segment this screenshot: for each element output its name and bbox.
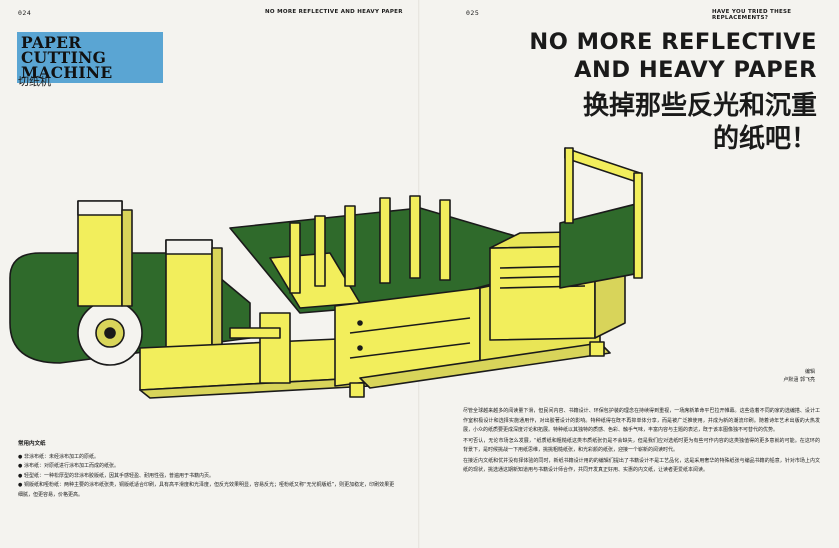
blade-4 [379, 197, 391, 284]
page-number-left: 024 [18, 9, 32, 17]
blade-1 [289, 222, 301, 294]
body-paragraph: 尽管全球越来越多的阅读量下滑，但民间内容、书籍设计、环保包护装的理念在持续得到重… [463, 408, 820, 433]
headline-chinese: 换掉那些反光和沉重 的纸吧！ [583, 90, 817, 156]
headline-chinese-line-1: 换掉那些反光和沉重 [582, 91, 817, 121]
headline-english-line-2: AND HEAVY PAPER [574, 57, 817, 83]
section-label-line-1: PAPER CUTTING [21, 33, 107, 67]
headline-english-line-1: NO MORE REFLECTIVE [529, 29, 817, 55]
body-paragraph: 不可否认，无论市场怎么发展，“纸质纸和粗糙纸这类市质纸张仍是不会缺失，但是我们应… [463, 437, 820, 454]
right-page: 025 HAVE YOU TRIED THESE REPLACEMENTS? N… [419, 0, 839, 548]
section-label: PAPER CUTTING MACHINE [17, 32, 163, 83]
headline-chinese-line-2: 的纸吧！ [712, 124, 817, 154]
sidebar-item: ● 非涂布纸：未经涂布加工的原纸。 [18, 453, 99, 460]
blade-5 [409, 195, 421, 279]
credit-names: 卢默涵 郭飞亮 [783, 377, 815, 383]
section-label-cn: 切纸机 [18, 75, 51, 88]
left-page: 024 NO MORE REFLECTIVE AND HEAVY PAPER P… [0, 0, 419, 548]
headline-english: NO MORE REFLECTIVE AND HEAVY PAPER [529, 28, 817, 84]
running-head-left: NO MORE REFLECTIVE AND HEAVY PAPER [265, 9, 403, 15]
blade-2 [314, 215, 326, 287]
sidebar-item: ● 轻型纸：一种松厚型的非涂布胶版纸，因其手感轻盈、耐用性强，普遍用于书籍内页。 [18, 472, 214, 479]
blade-6 [439, 199, 451, 281]
body-paragraph: 在接近内文纸和优并没有择体验的同时，新纸书籍设计用的的编辑们提出了书籍设计不是工… [463, 457, 820, 474]
sidebar-text: 常用内文纸 ● 非涂布纸：未经涂布加工的原纸。 ● 涂布纸：对原纸进行涂布加工而… [18, 440, 398, 500]
blade-3 [344, 205, 356, 287]
body-text: 尽管全球越来越多的阅读量下滑，但民间内容、书籍设计、环保包护装的理念在持续得到重… [463, 407, 820, 477]
page-number-right: 025 [466, 9, 480, 17]
sidebar-item: ● 铜版纸和哑粉纸：两种主要的涂布纸张类，铜版纸适合印刷，具有高平滑度和光泽度，… [18, 482, 395, 498]
left-column [77, 200, 123, 307]
sidebar-item: ● 涂布纸：对原纸进行涂布加工而成的纸张。 [18, 463, 119, 469]
editor-credit: 编辑 卢默涵 郭飞亮 [783, 368, 815, 384]
linkage-arm [259, 312, 291, 384]
sidebar-heading: 常用内文纸 [18, 441, 46, 447]
middle-column [165, 239, 213, 349]
credit-role: 编辑 [804, 369, 815, 375]
paper-cutting-machine-illustration [9, 147, 643, 399]
running-head-right: HAVE YOU TRIED THESE REPLACEMENTS? [712, 9, 792, 21]
section-label-line-2: MACHINE [21, 63, 113, 82]
output-frame-top [564, 147, 641, 184]
